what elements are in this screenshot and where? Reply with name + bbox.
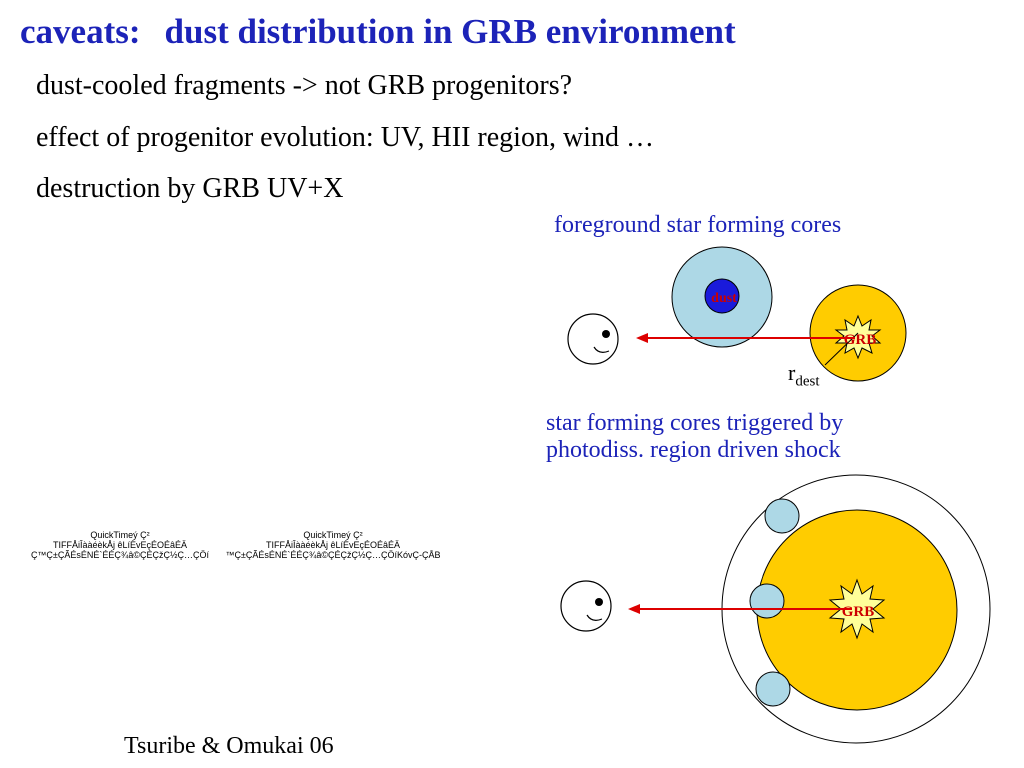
qt2-line-2: TIFFÅiÎààéèkÅj êLíÈvEçÉOÉâÉÄ: [265, 540, 401, 550]
triggered-core-middle: [749, 583, 785, 619]
qt2-line-1: QuickTimeý Ç²: [303, 530, 363, 540]
radius-subscript: dest: [795, 373, 820, 390]
observer-eye-bottom: [595, 598, 603, 606]
dust-clump: [704, 278, 740, 314]
bullet-2: effect of progenitor evolution: UV, HII …: [36, 122, 654, 153]
radius-label: rdest: [788, 360, 820, 390]
triggered-core-top: [764, 498, 800, 534]
observer-mouth-bottom: [586, 614, 603, 621]
grb-star-bottom: [828, 578, 886, 640]
grb-star-top: [834, 314, 882, 360]
bottom-diagram: GRB: [560, 474, 991, 744]
title-prefix: caveats:: [20, 12, 141, 51]
observer-face-top: [567, 313, 619, 365]
grb-label-top: GRB: [844, 332, 877, 348]
bullet-1: dust-cooled fragments -> not GRB progeni…: [36, 70, 573, 101]
qt2-line-3: ™Ç±ÇÃÉsÉNÉ`ÉÉÇ¾â©ÇÉÇžÇ½Ç…ÇÖíKóvÇ-ÇÅB: [225, 550, 441, 560]
bottom-caption-line-1: star forming cores triggered by: [546, 410, 844, 436]
bottom-caption-line-2: photodiss. region driven shock: [546, 437, 841, 463]
slide-title: caveats: dust distribution in GRB environ…: [20, 12, 736, 52]
qt1-line-2: TIFFÅiÎààéèkÅj êLíÈvEçÉOÉâÉÄ: [52, 540, 188, 550]
qt1-line-3: Ç™Ç±ÇÃÉsÉNÉ`ÉÉÇ¾â©ÇÉÇžÇ½Ç…ÇÖí: [30, 550, 210, 560]
qt1-line-1: QuickTimeý Ç²: [90, 530, 150, 540]
observer-mouth-top: [593, 346, 610, 353]
grb-label-bottom: GRB: [842, 604, 875, 620]
observer-eye-top: [602, 330, 610, 338]
dust-label: dust: [711, 291, 737, 306]
radius-symbol: r: [788, 360, 796, 385]
observer-face-bottom: [560, 580, 612, 632]
triggered-core-bottom: [755, 671, 791, 707]
bottom-diagram-caption: star forming cores triggered by photodis…: [546, 410, 843, 464]
quicktime-placeholder-1: QuickTimeý Ç² TIFFÅiÎààéèkÅj êLíÈvEçÉOÉâ…: [0, 530, 240, 560]
bullet-3: destruction by GRB UV+X: [36, 173, 344, 204]
arrowhead-bottom: [628, 604, 640, 614]
title-main: dust distribution in GRB environment: [164, 12, 736, 51]
arrowhead-top: [636, 333, 648, 343]
citation: Tsuribe & Omukai 06: [124, 733, 334, 759]
quicktime-placeholder-2: QuickTimeý Ç² TIFFÅiÎààéèkÅj êLíÈvEçÉOÉâ…: [213, 530, 453, 560]
top-diagram: dust GRB: [567, 246, 907, 382]
top-diagram-caption: foreground star forming cores: [554, 212, 842, 238]
